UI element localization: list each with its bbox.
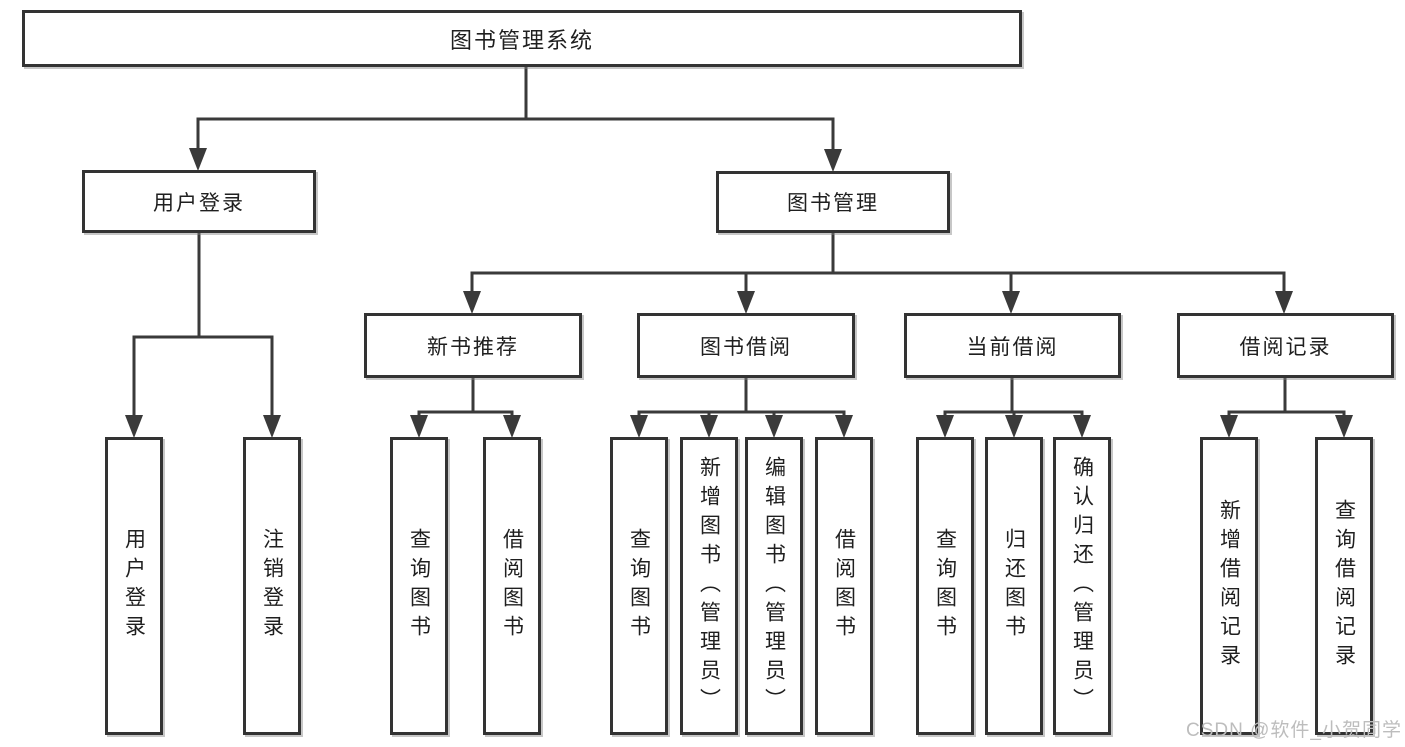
node-leaf-add-book-admin: 新增图书（管理员） [680, 437, 738, 735]
node-leaf-query-books-1: 查询图书 [390, 437, 448, 735]
node-borrow-records: 借阅记录 [1177, 313, 1394, 378]
node-leaf-borrow-books-2: 借阅图书 [815, 437, 873, 735]
node-leaf-query-books-3: 查询图书 [916, 437, 974, 735]
node-leaf-query-books-2: 查询图书 [610, 437, 668, 735]
connector-current-borrow [936, 378, 1091, 438]
node-leaf-user-login: 用户登录 [105, 437, 163, 735]
node-user-login: 用户登录 [82, 170, 316, 233]
node-leaf-logout: 注销登录 [243, 437, 301, 735]
node-leaf-borrow-books-1: 借阅图书 [483, 437, 541, 735]
node-current-borrow: 当前借阅 [904, 313, 1121, 378]
node-book-management: 图书管理 [716, 171, 950, 233]
connector-new-book-recommend [410, 378, 521, 438]
watermark: CSDN @软件_小贺同学 [1186, 720, 1402, 741]
node-leaf-confirm-return-admin: 确认归还（管理员） [1053, 437, 1111, 735]
connector-root [189, 67, 842, 172]
node-leaf-add-borrow-record: 新增借阅记录 [1200, 437, 1258, 735]
node-leaf-return-book: 归还图书 [985, 437, 1043, 735]
connector-book-borrow [630, 378, 853, 438]
node-new-book-recommend: 新书推荐 [364, 313, 582, 378]
connector-book-management [463, 233, 1293, 314]
node-book-borrow: 图书借阅 [637, 313, 855, 378]
node-leaf-edit-book-admin: 编辑图书（管理员） [745, 437, 803, 735]
node-leaf-query-borrow-record: 查询借阅记录 [1315, 437, 1373, 735]
connector-user-login [125, 233, 281, 438]
connector-borrow-records [1220, 378, 1353, 438]
node-root: 图书管理系统 [22, 10, 1022, 67]
